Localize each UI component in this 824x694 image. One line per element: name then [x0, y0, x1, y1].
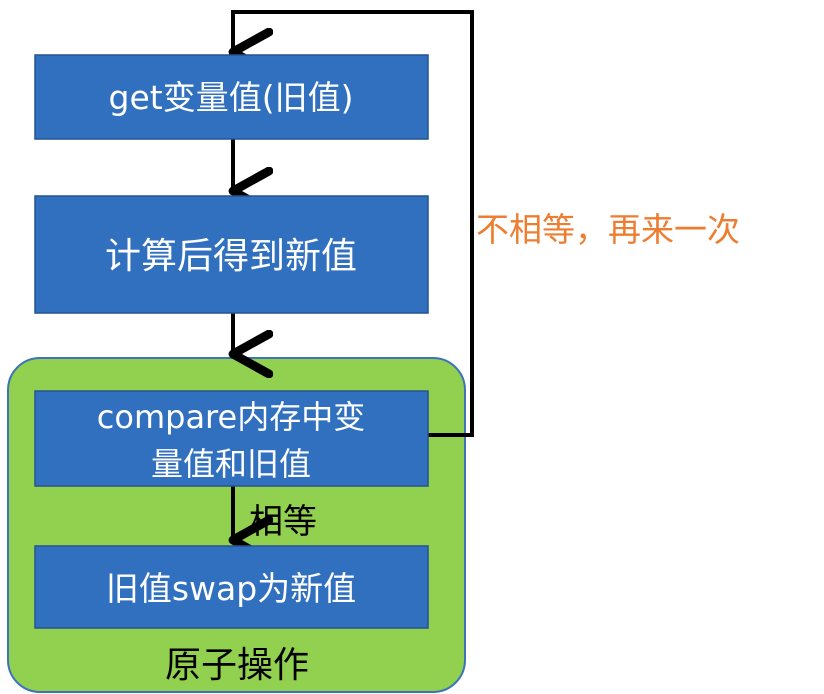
node-compare-label-line2: 量值和旧值	[151, 445, 311, 483]
node-compare-box	[34, 390, 429, 487]
atomic-operation-label: 原子操作	[165, 645, 309, 686]
node-get-old-value-label: get变量值(旧值)	[109, 78, 354, 117]
node-compare-label-line1: compare内存中变	[97, 398, 365, 436]
node-swap-box	[34, 545, 429, 629]
edge-label-not-equal: 不相等，再来一次	[476, 210, 740, 249]
edge-label-equal: 相等	[249, 502, 317, 542]
node-compute-new-value-label: 计算后得到新值	[105, 236, 357, 277]
node-get-old-value: get变量值(旧值)	[34, 54, 429, 140]
node-get-old-value-box	[34, 54, 429, 140]
retry-loop-line	[233, 10, 474, 437]
node-compute-new-value: 计算后得到新值	[34, 195, 429, 314]
node-compute-new-value-box	[34, 195, 429, 314]
node-swap: 旧值swap为新值	[34, 545, 429, 629]
node-compare: compare内存中变 量值和旧值	[34, 390, 429, 487]
node-swap-label: 旧值swap为新值	[106, 569, 356, 608]
